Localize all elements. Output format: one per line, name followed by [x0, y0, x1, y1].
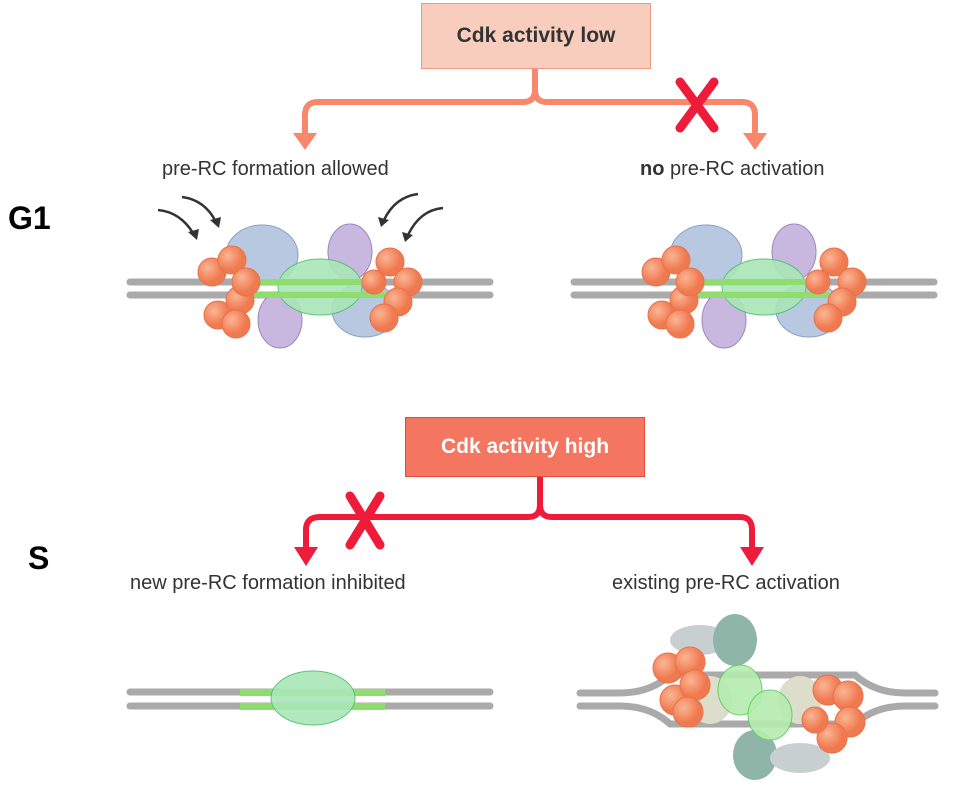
- s-right-arrowhead: [740, 547, 764, 566]
- origin-dna-s-left: [126, 670, 494, 726]
- g1-left-arrowhead: [293, 133, 317, 150]
- s-left-label: new pre-RC formation inhibited: [130, 572, 406, 594]
- cdk-low-box: Cdk activity low: [421, 3, 651, 69]
- s-left-arrowhead: [294, 547, 318, 566]
- s-bracket-arrow: [303, 477, 755, 548]
- phase-label-s: S: [28, 540, 50, 576]
- pre-rc-complex-g1-left: [126, 223, 494, 349]
- pre-rc-complex-g1-right: [570, 223, 938, 349]
- g1-right-rest: pre-RC activation: [664, 158, 825, 180]
- phase-label-g1: G1: [8, 200, 51, 236]
- g1-right-bold: no: [640, 158, 665, 180]
- s-right-label: existing pre-RC activation: [612, 572, 840, 594]
- loading-arrows: [157, 192, 444, 236]
- g1-right-label: no pre-RC activation: [640, 158, 825, 181]
- g1-left-label: pre-RC formation allowed: [162, 158, 389, 180]
- s-block-x-icon: [345, 491, 385, 550]
- activated-pre-rc-s-right: [576, 614, 939, 780]
- cdk-high-box: Cdk activity high: [405, 417, 645, 477]
- g1-bracket-arrow: [302, 69, 758, 135]
- g1-block-x-icon: [675, 77, 719, 133]
- g1-right-arrowhead: [743, 133, 767, 150]
